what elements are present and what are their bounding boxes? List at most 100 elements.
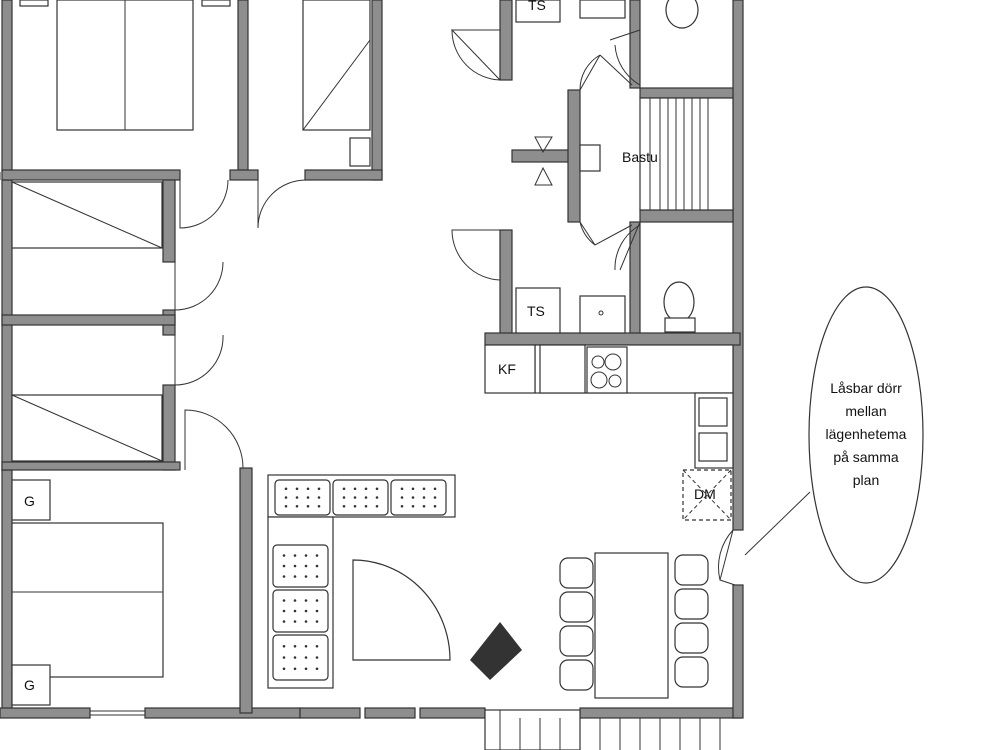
cushion-dot [304, 620, 308, 623]
dishwasher: DM [682, 469, 732, 521]
cushion-dot [422, 496, 426, 499]
cushion-dot [411, 504, 415, 508]
cushion-dot [304, 656, 308, 659]
cushion-dot [342, 504, 346, 508]
cushion-dot [284, 496, 288, 499]
windows [0, 172, 145, 716]
cushion-dot [295, 504, 299, 508]
interior-walls [1, 0, 741, 714]
cushion-dot [306, 496, 310, 499]
coffee-table [352, 559, 451, 661]
sauna-label: Bastu [622, 149, 658, 165]
callout-line: plan [853, 472, 879, 488]
cushion-dot [284, 487, 288, 491]
cushion-dot [295, 487, 299, 491]
cushion-dot [353, 496, 357, 499]
wardrobe-top: G [11, 479, 51, 521]
cushion-dot [282, 564, 286, 568]
toilets [663, 0, 699, 333]
cushion-dot [364, 487, 368, 491]
cushion-dot [282, 554, 286, 557]
cushion-dot [315, 644, 319, 648]
cushion-dot [317, 504, 321, 508]
cushion-dot [282, 644, 286, 648]
cushion-dot [315, 667, 319, 671]
cushion-dot [293, 575, 297, 578]
kitchen-sink [694, 392, 734, 469]
fridge-label: KF [498, 361, 516, 377]
valve-icon [534, 136, 553, 186]
cushion-dot [400, 504, 404, 508]
cushion-dot [306, 504, 310, 508]
wardrobe-label: G [24, 493, 35, 509]
dining-table [594, 552, 669, 699]
callout-line: mellan [845, 403, 886, 419]
cushion-dot [400, 496, 404, 499]
cushion-dot [295, 496, 299, 499]
cushion-dot [375, 487, 379, 491]
cushion-dot [364, 496, 368, 499]
sofa [267, 474, 456, 689]
dining-chairs [559, 554, 709, 691]
kitchen-counter [534, 344, 734, 394]
sinks [579, 0, 626, 334]
cushion-dot [315, 554, 319, 557]
cushion-dot [304, 554, 308, 557]
closets [11, 181, 163, 462]
cushion-dot [315, 599, 319, 602]
cushion-dot [315, 609, 319, 613]
single-bed [302, 0, 371, 167]
wardrobe-label: G [24, 677, 35, 693]
stove [586, 346, 628, 394]
cushion-dot [293, 554, 297, 557]
cushion-dot [282, 575, 286, 578]
cushion-dot [304, 599, 308, 602]
cushion-dot [433, 496, 437, 499]
cushion-dot [304, 644, 308, 648]
bedroom-3-bed [11, 522, 164, 678]
armchair [470, 622, 522, 680]
cushion-dot [304, 667, 308, 671]
cushion-dot [364, 504, 368, 508]
balcony-steps [484, 709, 721, 750]
callout-line: Låsbar dörr [830, 380, 902, 396]
dryer-label: TS [527, 303, 545, 319]
cushion-dot [293, 656, 297, 659]
doors[interactable] [174, 28, 736, 586]
cushion-dot [293, 644, 297, 648]
cushion-dot [293, 620, 297, 623]
cushion-dot [353, 504, 357, 508]
cushion-dot [304, 575, 308, 578]
cushion-dot [375, 496, 379, 499]
double-bed [19, 0, 231, 131]
cushion-dot [306, 487, 310, 491]
cushion-dot [315, 656, 319, 659]
cushion-dot [342, 496, 346, 499]
cushion-dot [293, 667, 297, 671]
cushion-dot [282, 656, 286, 659]
cushion-dot [293, 609, 297, 613]
cushion-dot [315, 575, 319, 578]
callout-bubble: Låsbar dörr mellan lägenhetema på samma … [744, 286, 924, 584]
cushion-dot [422, 504, 426, 508]
cushion-dot [282, 599, 286, 602]
dryer-bottom: TS [515, 287, 561, 334]
cushion-dot [304, 564, 308, 568]
cushion-dot [293, 564, 297, 568]
exterior-walls [0, 0, 744, 719]
cushion-dot [282, 667, 286, 671]
sauna-bench: Bastu [579, 97, 734, 211]
cushion-dot [400, 487, 404, 491]
cushion-dot [375, 504, 379, 508]
cushion-dot [315, 564, 319, 568]
cushion-dot [422, 487, 426, 491]
callout-line: på samma [833, 449, 899, 465]
cushion-dot [411, 487, 415, 491]
dryer-top: TS [515, 0, 561, 23]
cushion-dot [342, 487, 346, 491]
cushion-dot [282, 620, 286, 623]
cushion-dot [284, 504, 288, 508]
cushion-dot [411, 496, 415, 499]
wardrobe-bottom: G [11, 664, 51, 706]
